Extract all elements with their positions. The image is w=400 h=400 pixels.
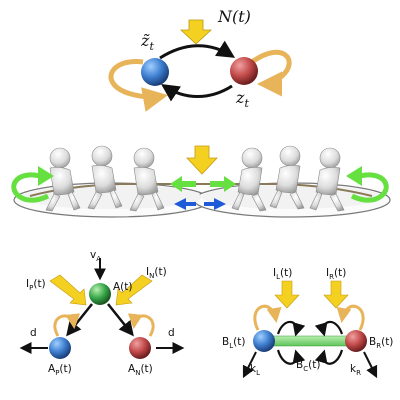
in-label: IN(t) bbox=[146, 266, 167, 280]
bl-node-label: BL(t) bbox=[222, 336, 245, 350]
left-figure-1 bbox=[45, 147, 81, 212]
kl-label: kL bbox=[250, 363, 260, 377]
a-node-label: A(t) bbox=[113, 281, 133, 293]
br-upper-loop bbox=[314, 320, 344, 337]
br-node-label: BR(t) bbox=[369, 336, 393, 350]
va-label: vA bbox=[90, 249, 101, 263]
br-self-loop bbox=[336, 304, 365, 331]
br-node-red bbox=[345, 330, 367, 352]
center-blue-right-arrow bbox=[204, 198, 226, 210]
top-panel: N(t) z̃t zt bbox=[108, 7, 292, 112]
il-input-arrow bbox=[274, 280, 300, 309]
left-figure-3 bbox=[129, 147, 165, 212]
in-input-arrow bbox=[115, 274, 153, 306]
right-figure-2 bbox=[269, 145, 305, 210]
ap-node-label: AP(t) bbox=[48, 363, 72, 377]
right-node-label: zt bbox=[235, 88, 249, 110]
right-figure-1 bbox=[231, 147, 267, 212]
br-lower-loop bbox=[314, 349, 344, 365]
center-yellow-arrow bbox=[186, 145, 218, 175]
ir-input-arrow bbox=[323, 280, 349, 309]
kr-label: kR bbox=[350, 363, 361, 377]
bottom-left-panel: vA IP(t) IN(t) d d A(t) AP(t) AN(t) bbox=[19, 249, 185, 377]
noise-label: N(t) bbox=[217, 7, 251, 26]
d-right-label: d bbox=[168, 327, 175, 339]
left-self-loop bbox=[108, 59, 168, 112]
an-node-red bbox=[129, 337, 151, 359]
ir-label: IR(t) bbox=[326, 267, 346, 281]
kl-decay-arrow bbox=[242, 351, 257, 379]
center-green-right-arrow bbox=[210, 176, 236, 192]
blue-node bbox=[141, 58, 169, 86]
bl-upper-loop bbox=[276, 320, 306, 337]
an-node-label: AN(t) bbox=[128, 363, 153, 377]
bl-node-blue bbox=[253, 330, 275, 352]
tug-of-war-panel bbox=[11, 145, 391, 218]
ip-label: IP(t) bbox=[26, 278, 46, 292]
left-green-loop-arrowhead bbox=[38, 166, 54, 186]
right-team bbox=[231, 145, 345, 212]
left-node-label: z̃t bbox=[140, 31, 154, 53]
bottom-right-panel: IL(t) IR(t) BL(t) BR(t) BC(t) bbox=[222, 267, 393, 379]
bl-lower-loop bbox=[276, 349, 306, 365]
right-green-loop-arrowhead bbox=[346, 166, 362, 186]
center-blue-left-arrow bbox=[174, 198, 196, 210]
center-green-left-arrow bbox=[170, 176, 196, 192]
left-figure-2 bbox=[87, 145, 123, 210]
right-figure-3 bbox=[309, 147, 345, 212]
bl-self-loop bbox=[253, 304, 282, 331]
left-team bbox=[45, 145, 165, 212]
forward-arrow bbox=[159, 40, 236, 60]
d-left-label: d bbox=[30, 327, 37, 339]
ip-input-arrow bbox=[49, 274, 87, 306]
ap-self-loop bbox=[53, 313, 81, 337]
an-self-loop bbox=[127, 313, 155, 337]
kr-decay-arrow bbox=[363, 351, 378, 379]
input-arrow-yellow bbox=[179, 19, 213, 45]
right-self-loop bbox=[250, 49, 292, 97]
left-green-loop-arrow bbox=[11, 172, 50, 203]
bc-bar bbox=[269, 335, 351, 347]
bc-label: BC(t) bbox=[296, 359, 320, 373]
ap-node-blue bbox=[49, 337, 71, 359]
red-node bbox=[230, 57, 258, 85]
right-green-loop-arrow bbox=[350, 172, 389, 203]
a-to-an-arrow bbox=[107, 303, 134, 337]
il-label: IL(t) bbox=[273, 267, 292, 281]
backward-arrow bbox=[161, 84, 233, 102]
a-node-green bbox=[89, 283, 111, 305]
